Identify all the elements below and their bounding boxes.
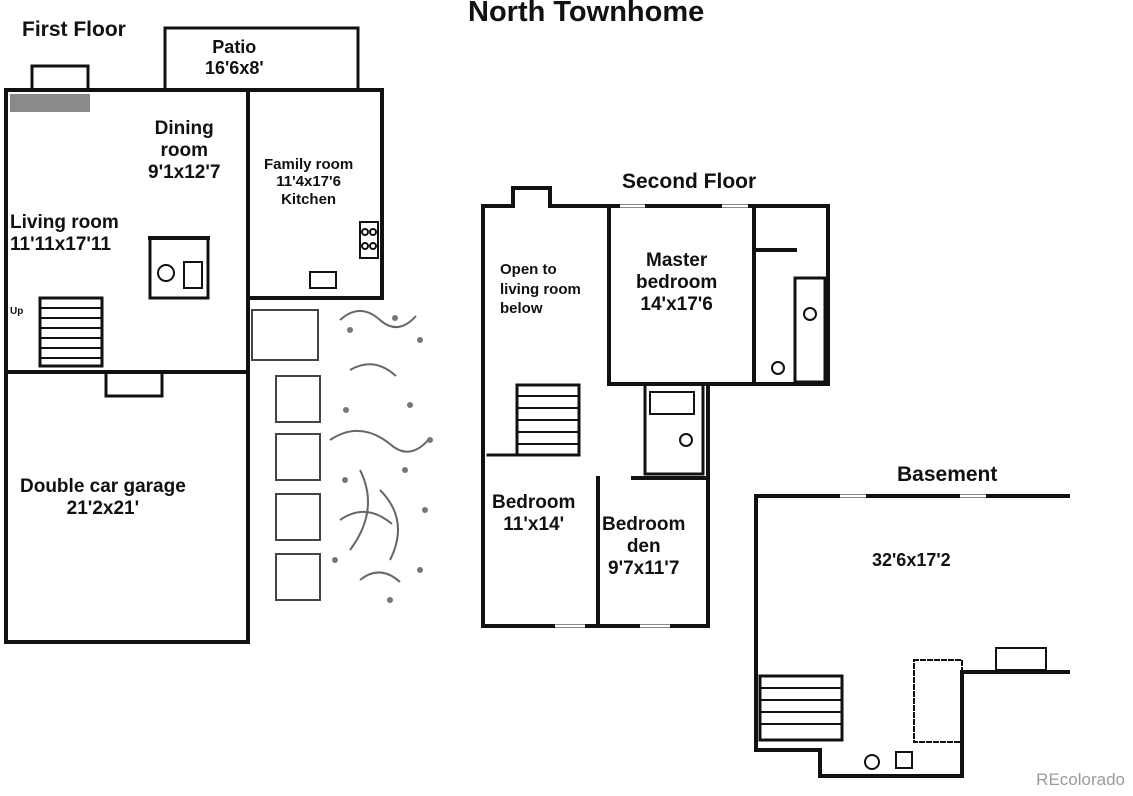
- kitchen-name: Kitchen: [281, 190, 337, 208]
- garage-label: Double car garage 21'2x21': [20, 476, 186, 520]
- garage-name: Double car garage: [20, 476, 186, 497]
- stair-up-label: Up: [10, 306, 24, 317]
- entry-step: [104, 370, 164, 398]
- living-room-label: Living room 11'11x17'11: [10, 212, 119, 256]
- second-floor-walls: [481, 186, 830, 628]
- master-bedroom-label: Master bedroom 14'x17'6: [636, 250, 717, 316]
- open-line-1: Open to: [500, 261, 557, 278]
- bedroom-den-name-2: den: [626, 535, 661, 557]
- page-title: North Townhome: [468, 0, 705, 28]
- living-room-name: Living room: [10, 212, 119, 233]
- bedroom-size: 11'x14': [503, 513, 565, 535]
- family-room-label: Family room 11'4x17'6 Kitchen: [264, 156, 353, 208]
- dining-room-name-1: Dining: [154, 118, 214, 139]
- basement-size: 32'6x17'2: [872, 550, 951, 570]
- living-room-size: 11'11x17'11: [10, 233, 111, 255]
- master-bedroom-name-1: Master: [646, 250, 708, 271]
- patio-label: Patio 16'6x8': [205, 37, 264, 78]
- garage-size: 21'2x21': [66, 497, 140, 519]
- bedroom-name: Bedroom: [492, 492, 576, 513]
- patio-name: Patio: [212, 37, 257, 57]
- master-bedroom-size: 14'x17'6: [640, 293, 713, 315]
- watermark-text: REcolorado: [1036, 770, 1125, 789]
- open-line-3: below: [500, 300, 543, 317]
- hall-bath: [643, 382, 705, 476]
- dining-room-name-2: room: [160, 139, 208, 161]
- second-floor-heading: Second Floor: [622, 170, 757, 193]
- family-room-size: 11'4x17'6: [276, 173, 341, 191]
- first-floor-walls: [4, 26, 384, 644]
- master-bath: [793, 276, 827, 384]
- patio-size: 16'6x8': [205, 57, 264, 78]
- bedroom-label: Bedroom 11'x14': [492, 492, 575, 536]
- basement-stairs: [758, 674, 844, 742]
- family-room-name: Family room: [264, 156, 354, 173]
- bedroom-den-size: 9'7x11'7: [608, 557, 680, 579]
- first-floor-heading: First Floor: [22, 18, 126, 41]
- bedroom-den-name-1: Bedroom: [602, 514, 686, 535]
- dining-room-label: Dining room 9'1x12'7: [148, 118, 220, 184]
- utility-fixtures: [913, 659, 963, 743]
- basement-heading: Basement: [897, 463, 998, 486]
- first-floor-stairs: [38, 296, 104, 368]
- dining-room-size: 9'1x12'7: [148, 161, 221, 183]
- fireplace: [30, 64, 90, 92]
- master-bedroom-name-2: bedroom: [636, 271, 718, 293]
- basement-walls: [754, 494, 1070, 778]
- bedroom-den-label: Bedroom den 9'7x11'7: [602, 514, 685, 580]
- powder-room: [148, 236, 210, 300]
- open-line-2: living room: [500, 280, 581, 298]
- open-to-below-label: Open to living room below: [500, 260, 581, 319]
